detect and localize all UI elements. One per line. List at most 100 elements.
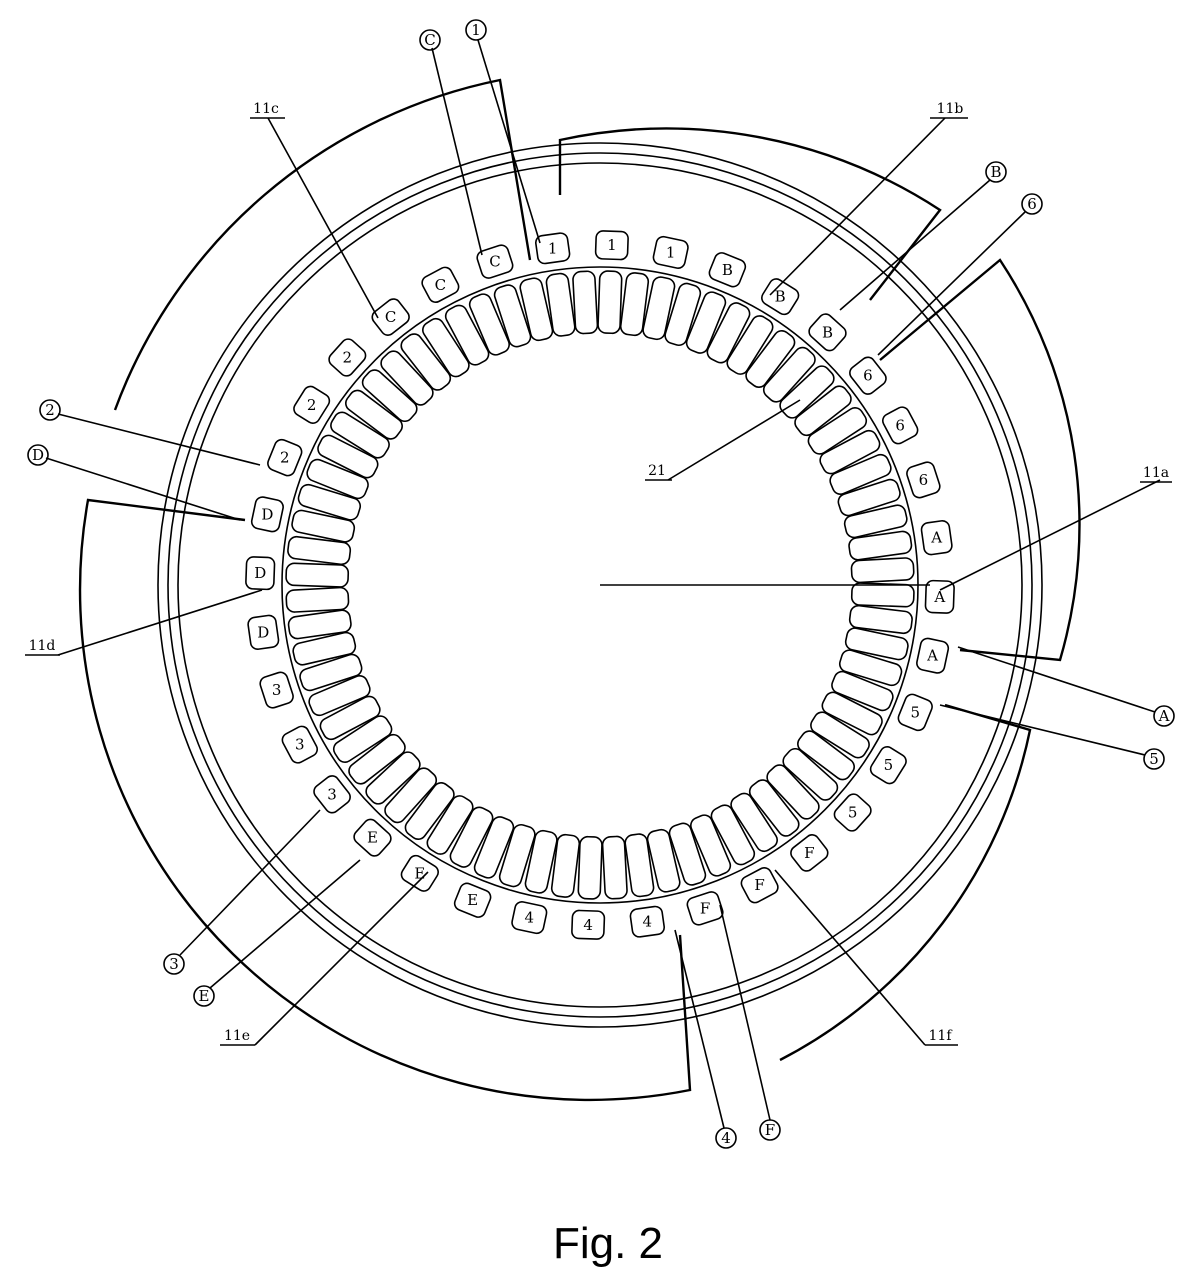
ref-11b-label: 11b [937, 101, 964, 117]
stator-tooth [831, 670, 894, 712]
stator-tooth [444, 304, 490, 366]
slot-coil: F [790, 834, 829, 872]
slot-coil: D [247, 614, 280, 651]
stator-tooth [422, 317, 470, 378]
stator-tooth [779, 365, 835, 419]
stator-tooth [365, 751, 421, 805]
slot-coil-box [916, 637, 950, 674]
slot-coil-label: B [722, 261, 733, 279]
stator-tooth [449, 806, 494, 868]
slot-coil-label: 5 [884, 756, 894, 774]
terminal-2-label: 2 [45, 401, 55, 419]
slot-coil-label: 1 [607, 236, 617, 254]
stator-tooth [317, 434, 379, 479]
stator-tooth [624, 833, 655, 898]
slot-coil: 2 [267, 438, 303, 477]
stator-tooth [850, 557, 915, 584]
terminals: C 1 B 6 A 5 F [27, 19, 1175, 1149]
slot-coil-label: E [467, 891, 478, 909]
stator-tooth [668, 822, 707, 886]
slot-coil-box [761, 278, 800, 316]
stator-tooth [404, 782, 455, 840]
stator-tooth [299, 653, 363, 692]
ref-11d: 11d [25, 589, 263, 656]
stator-tooth [706, 302, 751, 364]
slot-coil-box [267, 438, 303, 477]
slot-coil-label: D [254, 564, 266, 582]
ref-11d-label: 11d [29, 638, 56, 654]
ref-21-label: 21 [648, 463, 666, 479]
stator-tooth [642, 276, 676, 341]
slot-coil-box [869, 746, 907, 785]
slot-coil-label: F [700, 899, 710, 917]
slot-coil: C [371, 298, 410, 336]
slot-coil-label: A [933, 588, 945, 606]
terminal-c: C [419, 29, 483, 256]
slot-coil-box [476, 244, 514, 279]
slot-coil-box [571, 909, 606, 940]
stator-tooth [577, 835, 603, 900]
stator-tooth [524, 829, 558, 894]
slot-coil-box [833, 793, 872, 832]
slot-coil: B [761, 278, 800, 316]
slot-coil: 4 [511, 901, 548, 935]
stator-tooth [473, 816, 515, 879]
stator-tooth [426, 795, 474, 855]
winding-arc-bottom-left [78, 498, 692, 1102]
stator-tooth [848, 604, 913, 635]
stator-tooth [797, 730, 855, 781]
slot-coil: 6 [906, 461, 941, 499]
stator-tooth [306, 458, 369, 500]
slot-coil: 1 [594, 230, 629, 261]
terminal-b-label: B [990, 163, 1001, 181]
slot-coil-box [313, 775, 351, 814]
ref-11a-label: 11a [1143, 465, 1169, 481]
terminal-e: E [193, 859, 361, 1007]
stator-tooth [498, 823, 536, 888]
slot-coil-label: 4 [643, 913, 653, 931]
terminal-d-label: D [32, 446, 44, 464]
slot-coil-box [652, 235, 689, 269]
slot-coil-box [511, 901, 548, 935]
stator-tooth [550, 833, 581, 898]
figure-caption: Fig. 2 [553, 1219, 663, 1268]
slot-coil: 2 [328, 338, 367, 377]
slot-coil: B [708, 252, 747, 288]
stator-tooth [748, 779, 800, 837]
ref-11c-label: 11c [253, 101, 279, 117]
stator-tooth [810, 711, 870, 759]
stator-tooth [361, 369, 418, 423]
slot-coil: 3 [281, 725, 319, 764]
stator-tooth [545, 272, 576, 337]
slot-coil-box [293, 385, 331, 424]
slot-coil-label: E [414, 864, 425, 882]
slot-coil: 5 [869, 746, 907, 785]
slot-coil-label: 3 [327, 785, 337, 803]
slot-coil-box [924, 579, 955, 614]
slot-coil-box [259, 671, 294, 709]
slot-coil: 2 [293, 385, 331, 424]
terminal-b: B [839, 161, 1007, 311]
slot-coil: E [453, 882, 492, 918]
winding-arc-top-right [558, 127, 942, 301]
stator-tooth [291, 509, 356, 543]
stator-tooth [619, 272, 650, 337]
slot-coil-label: F [804, 844, 814, 862]
stator-tooth [844, 627, 909, 661]
slot-coil-label: C [489, 253, 500, 271]
slot-coil-box [371, 298, 410, 336]
outer-ring-2 [167, 152, 1033, 1018]
stator-tooth [332, 715, 393, 763]
stator-tooth [730, 792, 778, 853]
stator-tooth [664, 282, 702, 347]
slot-coil-label: 6 [919, 471, 929, 489]
ref-21: 21 [645, 399, 801, 481]
stator-tooth [646, 828, 681, 893]
slot-coil-label: C [385, 308, 396, 326]
stator-tooth [287, 609, 352, 640]
slot-coil-box [250, 496, 284, 533]
terminal-a-label: A [1158, 707, 1170, 725]
slot-coil: C [421, 266, 460, 304]
ref-11a: 11a [939, 465, 1172, 591]
